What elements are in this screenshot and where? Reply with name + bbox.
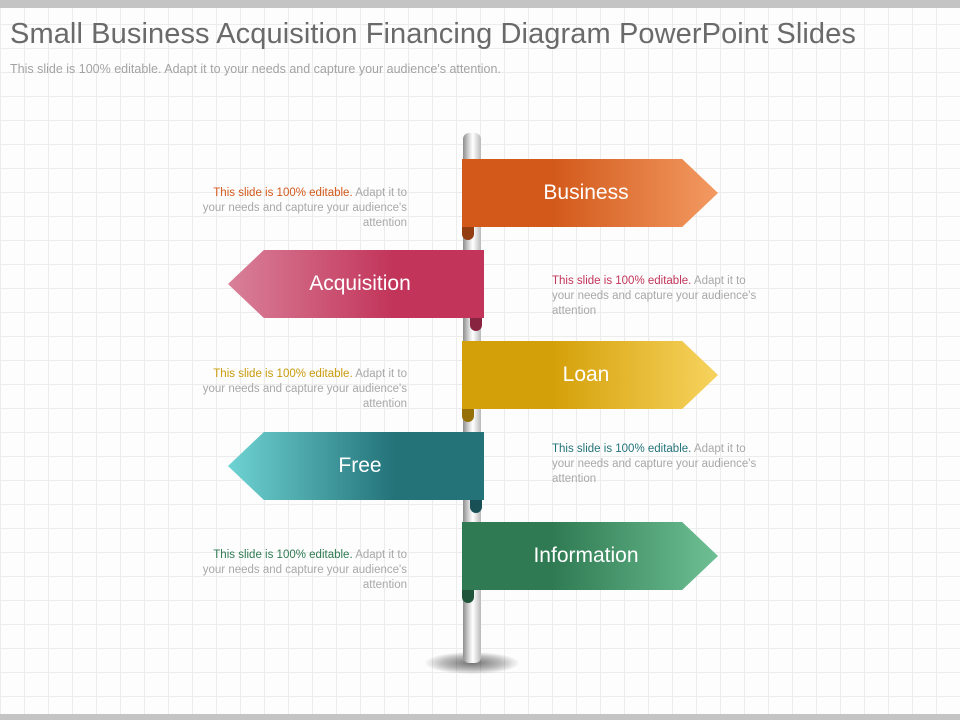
sign-fold-acquisition bbox=[470, 317, 482, 331]
sign-fold-free bbox=[470, 499, 482, 513]
sign-information[interactable]: Information bbox=[462, 522, 718, 590]
note-highlight-free: This slide is 100% editable. bbox=[552, 443, 692, 455]
note-information: This slide is 100% editable. Adapt it to… bbox=[197, 548, 407, 593]
sign-free[interactable]: Free bbox=[228, 432, 484, 500]
slide-title: Small Business Acquisition Financing Dia… bbox=[10, 18, 856, 50]
note-rest-free: Adapt it to your needs and capture your … bbox=[552, 443, 757, 485]
sign-label-information: Information bbox=[533, 544, 639, 567]
note-business: This slide is 100% editable. Adapt it to… bbox=[197, 186, 407, 231]
pole-shadow bbox=[425, 652, 519, 674]
sign-fold-loan bbox=[462, 408, 474, 422]
sign-label-free: Free bbox=[338, 454, 382, 477]
note-highlight-business: This slide is 100% editable. bbox=[213, 187, 353, 199]
note-highlight-information: This slide is 100% editable. bbox=[213, 549, 353, 561]
slide-subtitle: This slide is 100% editable. Adapt it to… bbox=[10, 62, 501, 76]
sign-acquisition[interactable]: Acquisition bbox=[228, 250, 484, 318]
sign-fold-information bbox=[462, 589, 474, 603]
top-border-bar bbox=[0, 0, 960, 8]
sign-loan[interactable]: Loan bbox=[462, 341, 718, 409]
sign-label-acquisition: Acquisition bbox=[309, 272, 411, 295]
note-rest-business: Adapt it to your needs and capture your … bbox=[202, 187, 407, 229]
note-acquisition: This slide is 100% editable. Adapt it to… bbox=[552, 274, 762, 319]
note-rest-acquisition: Adapt it to your needs and capture your … bbox=[552, 275, 757, 317]
sign-label-loan: Loan bbox=[562, 363, 610, 386]
note-free: This slide is 100% editable. Adapt it to… bbox=[552, 442, 762, 487]
note-highlight-loan: This slide is 100% editable. bbox=[213, 368, 353, 380]
sign-label-business: Business bbox=[543, 181, 629, 204]
note-highlight-acquisition: This slide is 100% editable. bbox=[552, 275, 692, 287]
note-rest-information: Adapt it to your needs and capture your … bbox=[202, 549, 407, 591]
bottom-border-bar bbox=[0, 714, 960, 720]
sign-fold-business bbox=[462, 226, 474, 240]
note-rest-loan: Adapt it to your needs and capture your … bbox=[202, 368, 407, 410]
note-loan: This slide is 100% editable. Adapt it to… bbox=[197, 367, 407, 412]
sign-business[interactable]: Business bbox=[462, 159, 718, 227]
